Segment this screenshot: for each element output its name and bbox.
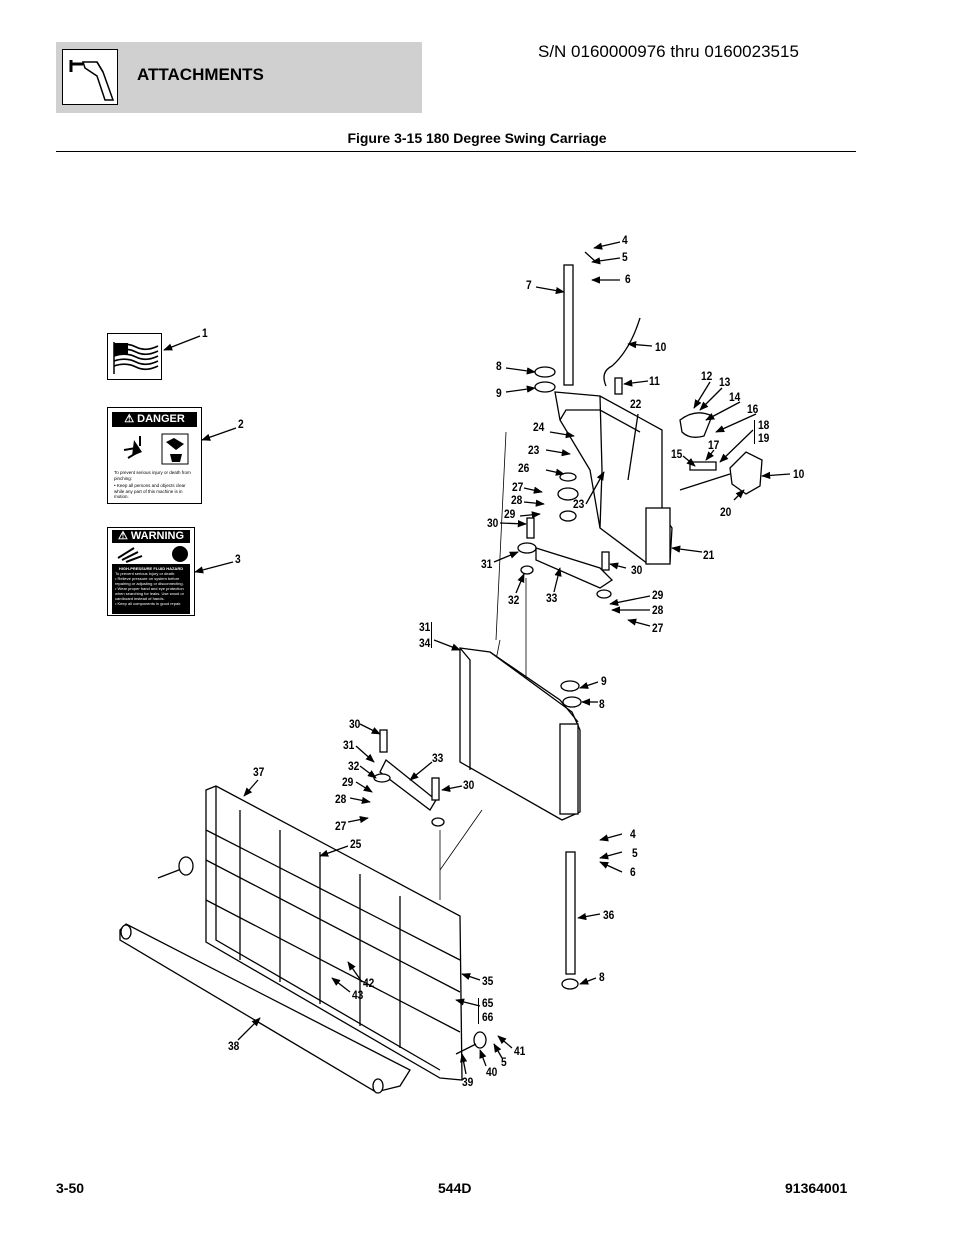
attachment-icon [62,49,118,105]
warning-line-1: To prevent serious injury or death: [115,571,176,576]
callout-6: 6 [625,272,631,286]
callout-4b: 4 [630,827,636,841]
callout-29a: 29 [504,507,516,521]
callout-27a: 27 [512,480,524,494]
danger-heading: ⚠ DANGER [112,412,197,427]
warning-line-2: • Relieve pressure on system before repa… [115,576,184,586]
callout-30c: 30 [349,717,361,731]
callout-8b: 8 [599,697,605,711]
warning-line-3: • Wear proper hand and eye protection wh… [115,586,184,601]
bracket-65-66 [478,998,479,1024]
callout-42: 42 [363,976,375,990]
callout-30b: 30 [631,563,643,577]
callout-11: 11 [649,374,660,388]
section-title: ATTACHMENTS [137,65,264,84]
danger-decal: ⚠ DANGER To prevent serious injury or de… [107,407,202,504]
callout-7: 7 [526,278,532,292]
callout-23a: 23 [528,443,540,457]
document-number: 91364001 [785,1180,848,1196]
callout-31b: 31 [419,620,431,634]
model-number: 544D [438,1180,472,1196]
callout-8c: 8 [599,970,605,984]
callout-18: 18 [758,418,770,432]
callout-24: 24 [533,420,545,434]
callout-66: 66 [482,1010,494,1024]
fluid-hazard-icon [117,546,188,563]
callout-30a: 30 [487,516,499,530]
callout-35: 35 [482,974,494,988]
callout-6b: 6 [630,865,636,879]
callout-41: 41 [514,1044,526,1058]
warning-line-4: • Keep all components in good repair. [115,601,182,606]
callout-5b: 5 [632,846,638,860]
callout-5: 5 [622,250,628,264]
callout-13: 13 [719,375,731,389]
callout-10b: 10 [793,467,805,481]
callout-40: 40 [486,1065,498,1079]
callout-2: 2 [238,417,244,431]
danger-line-2: • Keep all persons and objects clear whi… [114,483,186,499]
callout-38: 38 [228,1039,240,1053]
callout-34: 34 [419,636,431,650]
callout-21: 21 [703,548,715,562]
callout-65: 65 [482,996,494,1010]
callout-14: 14 [729,390,741,404]
callout-26: 26 [518,461,530,475]
callout-9b: 9 [601,674,607,688]
callout-33a: 33 [546,591,558,605]
callout-29c: 29 [342,775,354,789]
callout-32a: 32 [508,593,520,607]
warning-triangle-icon: ⚠ [117,530,128,542]
callout-37: 37 [253,765,265,779]
warning-decal: ⚠ WARNING HIGH-PRESSURE FLUID HAZARD To … [107,527,195,616]
callout-1: 1 [202,326,208,340]
bracket-31-34 [431,622,432,648]
figure-title: Figure 3-15 180 Degree Swing Carriage [347,130,607,146]
callout-4: 4 [622,233,628,247]
flag-icon [113,342,159,374]
callout-33b: 33 [432,751,444,765]
callout-9: 9 [496,386,502,400]
warning-text-panel: HIGH-PRESSURE FLUID HAZARD To prevent se… [112,564,190,614]
callout-28a: 28 [511,493,523,507]
callout-27b: 27 [652,621,664,635]
page-number: 3-50 [56,1180,85,1196]
flag-decal [107,333,162,380]
callout-10: 10 [655,340,667,354]
warning-heading: ⚠ WARNING [112,530,190,543]
callout-5c: 5 [501,1055,507,1069]
callout-30d: 30 [463,778,475,792]
bracket-18-19 [754,420,755,444]
callout-28c: 28 [335,792,347,806]
callout-39: 39 [462,1075,474,1089]
callout-32b: 32 [348,759,360,773]
callout-27c: 27 [335,819,347,833]
callout-12: 12 [701,369,713,383]
serial-range: S/N 0160000976 thru 0160023515 [538,42,799,61]
callout-3: 3 [235,552,241,566]
callout-20: 20 [720,505,732,519]
callout-19: 19 [758,431,770,445]
callout-43: 43 [352,988,364,1002]
callout-23b: 23 [573,497,585,511]
callout-22: 22 [630,397,642,411]
danger-line-1: To prevent serious injury or death from … [114,470,191,481]
callout-17: 17 [708,438,720,452]
callout-31a: 31 [481,557,493,571]
callout-16: 16 [747,402,759,416]
callout-15: 15 [671,447,683,461]
callout-36: 36 [603,908,615,922]
warning-triangle-icon: ⚠ [124,413,135,425]
pinch-hazard-icon [123,433,189,465]
callout-8: 8 [496,359,502,373]
callout-31c: 31 [343,738,355,752]
header-rule [56,151,856,152]
callout-29b: 29 [652,588,664,602]
callout-25: 25 [350,837,362,851]
warning-hazard: HIGH-PRESSURE FLUID HAZARD [118,566,184,571]
callout-28b: 28 [652,603,664,617]
